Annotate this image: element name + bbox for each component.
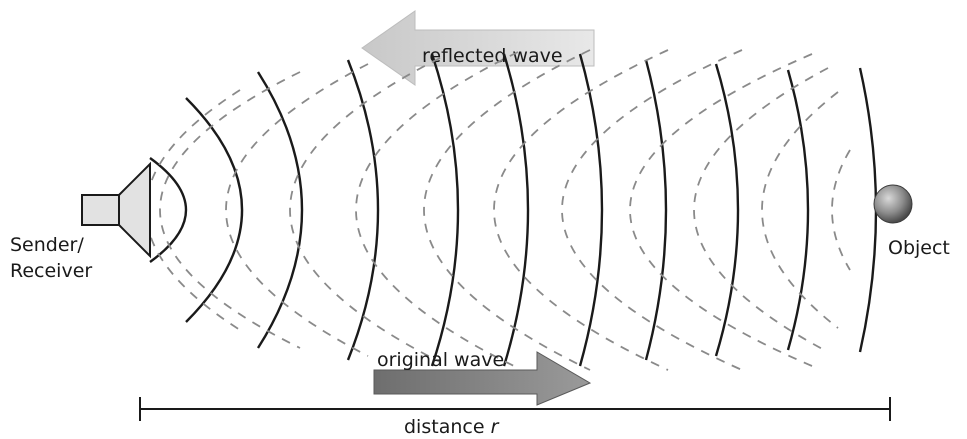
original-wavefront — [185, 97, 244, 323]
original-wavefront — [714, 63, 740, 357]
original-wavefront — [430, 53, 460, 367]
reflected-wavefront — [629, 53, 813, 367]
original-wavefront — [786, 69, 810, 351]
reflected-wavefront — [761, 91, 839, 329]
reflected-wavefronts — [145, 49, 851, 371]
distance-bar — [139, 397, 891, 421]
original-wave-label: original wave — [377, 349, 504, 371]
original-wavefronts — [149, 53, 878, 367]
object-label: Object — [888, 237, 950, 259]
original-wavefront — [644, 59, 668, 361]
reflected-wavefront — [561, 49, 743, 371]
reflected-wave-label: reflected wave — [422, 45, 563, 67]
reflected-wavefront — [423, 49, 591, 371]
distance-label: distance r — [404, 416, 500, 438]
reflected-wavefront — [289, 57, 441, 363]
reflected-wavefront — [159, 71, 301, 349]
reflected-wavefront — [355, 51, 519, 369]
distance-variable: r — [491, 416, 500, 438]
receiver-label: Receiver — [10, 260, 92, 282]
sender-label: Sender/ — [10, 234, 84, 256]
original-wavefront — [502, 53, 530, 367]
original-wavefront — [346, 59, 380, 361]
reflected-wavefront — [831, 149, 851, 271]
reflected-wavefront — [693, 67, 829, 353]
original-wavefront — [149, 157, 187, 263]
original-wavefront — [578, 53, 604, 367]
speaker-icon — [81, 161, 151, 259]
reflected-wavefront — [225, 63, 369, 357]
reflected-wave-arrow — [361, 10, 595, 86]
distance-label-text: distance — [404, 416, 491, 438]
original-wave-arrow — [373, 351, 592, 406]
original-wavefront — [858, 67, 878, 353]
original-wavefront — [256, 71, 304, 349]
reflected-wavefront — [493, 49, 669, 371]
sphere-icon — [873, 184, 913, 224]
